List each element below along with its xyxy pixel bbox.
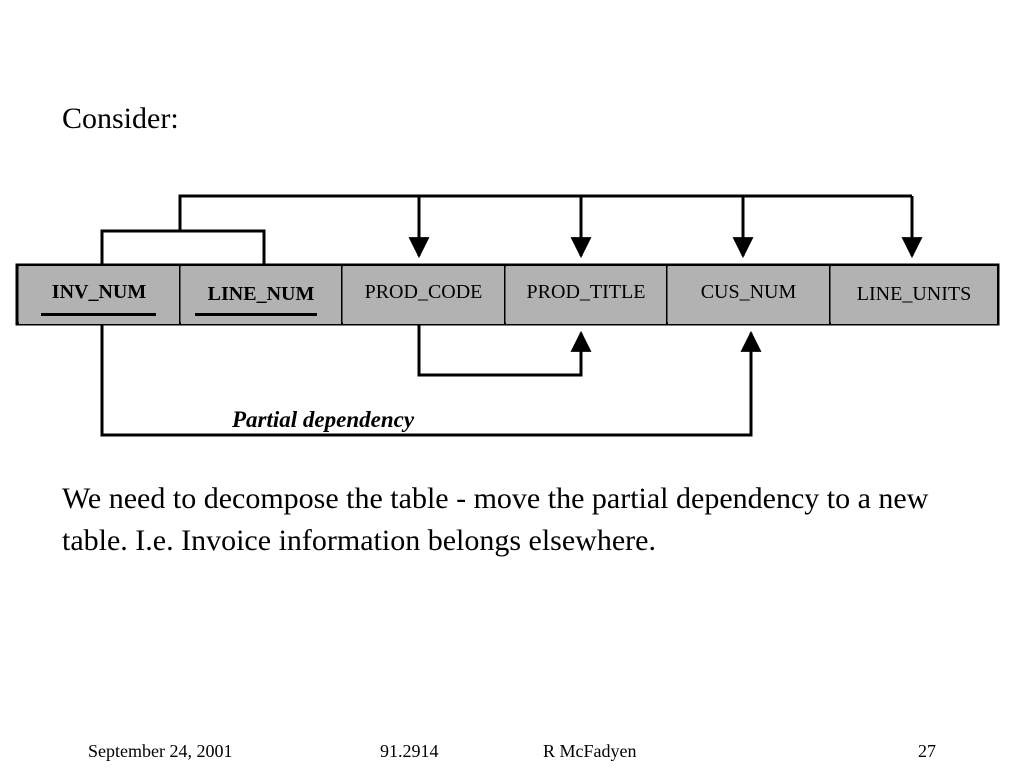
field-label: LINE_NUM: [207, 283, 315, 305]
field-prod-code: PROD_CODE: [343, 266, 504, 324]
footer-course: 91.2914: [380, 741, 439, 761]
field-label: INV_NUM: [51, 281, 147, 303]
field-prod-title: PROD_TITLE: [506, 266, 666, 324]
field-label: PROD_TITLE: [526, 281, 646, 303]
slide-body-text: We need to decompose the table - move th…: [62, 482, 929, 557]
primary-key-underline: [41, 313, 156, 316]
partial-dependency-label: Partial dependency: [232, 407, 415, 432]
field-label: LINE_UNITS: [856, 283, 972, 305]
full-dependency-line: [178, 194, 912, 231]
field-line-units: LINE_UNITS: [831, 266, 997, 324]
field-cus-num: CUS_NUM: [668, 266, 829, 324]
table-border: [15, 263, 1000, 326]
slide-heading: Consider:: [62, 102, 179, 135]
partial-dependency-line: [100, 324, 762, 437]
footer-page-number: 27: [918, 741, 936, 761]
field-label: PROD_CODE: [364, 281, 483, 303]
transitive-dependency-line: [417, 324, 592, 377]
field-label: CUS_NUM: [700, 281, 797, 303]
footer-author: R McFadyen: [543, 741, 637, 761]
primary-key-underline: [195, 313, 317, 316]
composite-key-bracket: [100, 229, 266, 265]
footer-date: September 24, 2001: [88, 741, 233, 761]
